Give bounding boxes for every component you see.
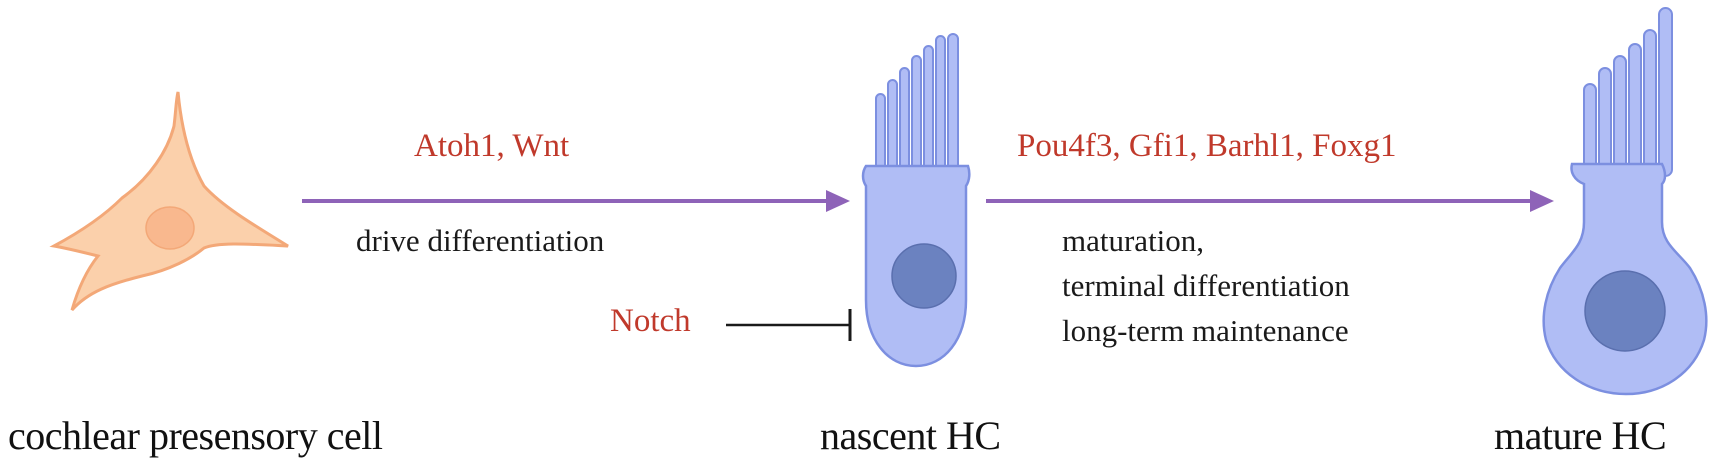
transition-1-description: drive differentiation: [356, 223, 605, 258]
nascent-hair-cell-icon: [861, 33, 971, 368]
progenitor-cell-body: [49, 91, 289, 311]
mature-stereocilia: [1583, 7, 1673, 177]
transition-2-description-line-2: terminal differentiation: [1062, 268, 1350, 303]
mature-cell-nucleus: [1584, 270, 1666, 352]
progenitor-cell-label: cochlear presensory cell: [8, 413, 383, 458]
transition-2-factors: Pou4f3, Gfi1, Barhl1, Foxg1: [1017, 128, 1397, 164]
progenitor-cell-nucleus: [145, 206, 195, 250]
mature-cell-label: mature HC: [1494, 413, 1667, 458]
inhibitor-label: Notch: [610, 303, 691, 339]
arrow-nascent-to-mature: [986, 190, 1554, 212]
transition-2-description-line-1: maturation,: [1062, 223, 1205, 258]
progenitor-cell-icon: [49, 91, 289, 311]
nascent-cell-label: nascent HC: [820, 413, 1001, 458]
mature-hair-cell-icon: [1542, 7, 1708, 396]
nascent-cell-nucleus: [891, 243, 957, 309]
transition-2-description-line-3: long-term maintenance: [1062, 313, 1349, 348]
nascent-stereocilia: [875, 33, 959, 179]
inhibition-bar-icon: [726, 309, 852, 341]
arrow-progenitor-to-nascent: [302, 190, 850, 212]
transition-1-factors: Atoh1, Wnt: [414, 128, 570, 164]
